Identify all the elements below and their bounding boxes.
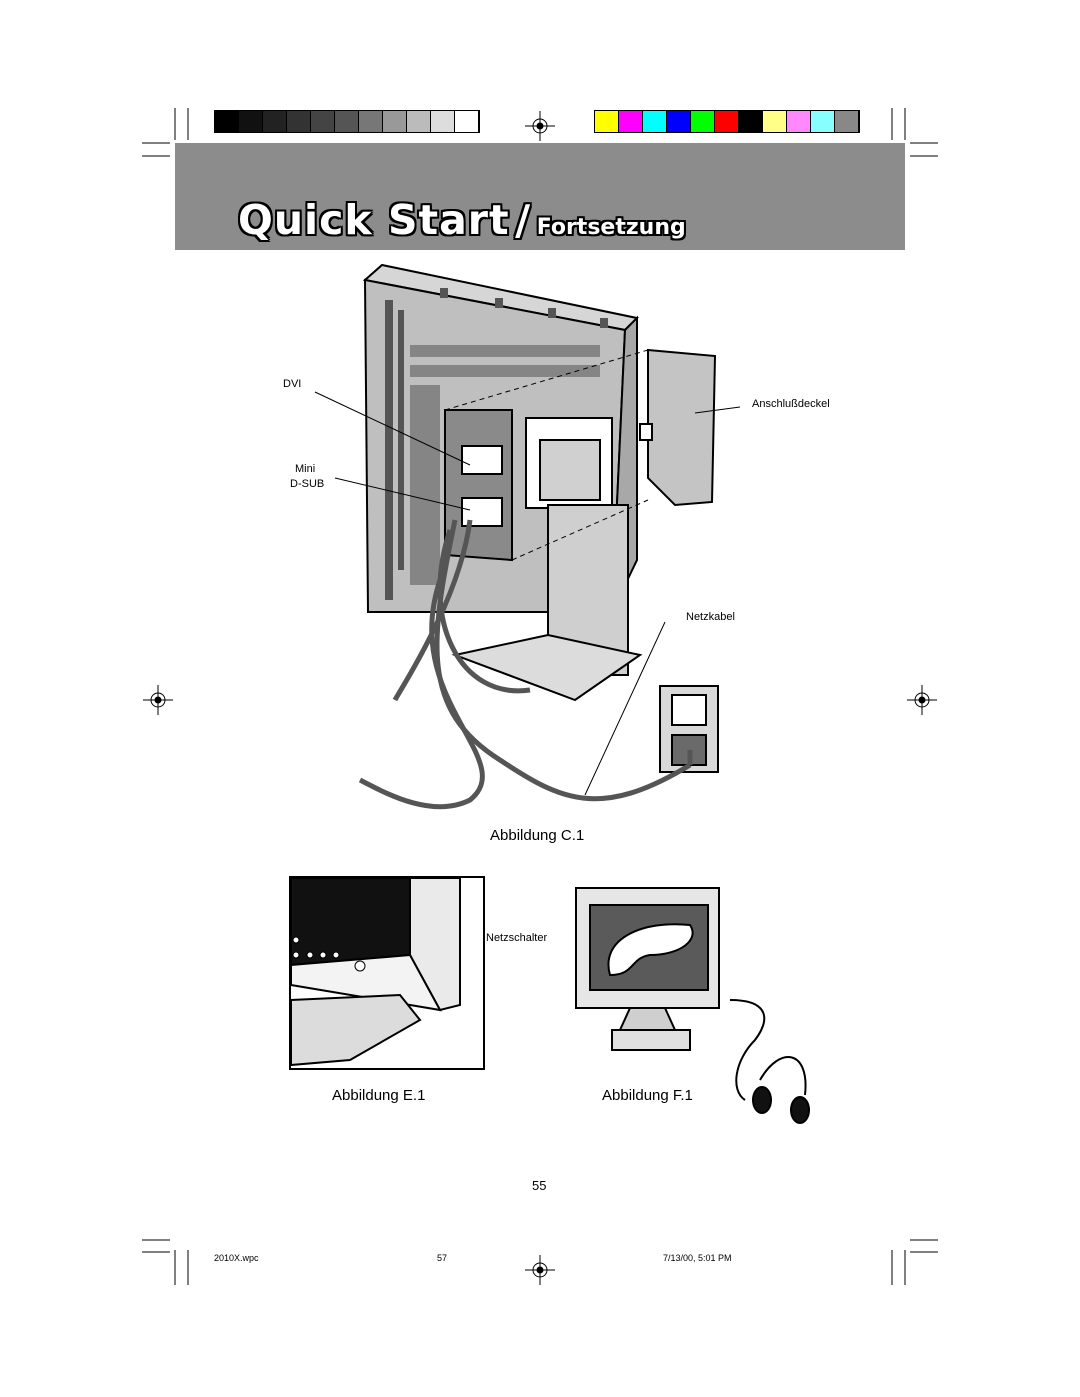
color-swatch (667, 111, 691, 132)
bezel-detail-illustration (289, 876, 485, 1070)
label-mini: Mini (295, 463, 316, 475)
page-number: 55 (532, 1178, 547, 1193)
color-swatch (691, 111, 715, 132)
grayscale-swatch (239, 111, 263, 132)
grayscale-swatch (215, 111, 239, 132)
caption-figure-e1: Abbildung E.1 (332, 1087, 426, 1104)
grayscale-swatch (335, 111, 359, 132)
color-test-strip (594, 110, 860, 133)
monitor-rear-illustration (362, 263, 719, 773)
grayscale-swatch (383, 111, 407, 132)
grayscale-swatch (455, 111, 479, 132)
grayscale-test-strip (214, 110, 480, 133)
callout-lines (314, 391, 741, 966)
color-swatch (595, 111, 619, 132)
footer-file: 2010X.wpc (214, 1253, 259, 1263)
grayscale-swatch (263, 111, 287, 132)
registration-target-right (907, 685, 937, 715)
monitor-front-illustration (575, 887, 720, 1051)
color-swatch (763, 111, 787, 132)
label-dvi: DVI (283, 378, 302, 390)
color-swatch (787, 111, 811, 132)
grayscale-swatch (431, 111, 455, 132)
caption-figure-f1: Abbildung F.1 (602, 1087, 693, 1104)
registration-target-left (143, 685, 173, 715)
label-power-switch: Netzschalter (486, 932, 548, 944)
label-power-cable: Netzkabel (686, 611, 735, 623)
color-swatch (643, 111, 667, 132)
cables (358, 519, 693, 810)
title-main: Quick Start (238, 196, 510, 244)
footer-sheet: 57 (437, 1253, 448, 1263)
color-swatch (835, 111, 859, 132)
color-swatch (619, 111, 643, 132)
page-title: Quick Start / Fortsetzung (238, 196, 686, 244)
color-swatch (811, 111, 835, 132)
grayscale-swatch (359, 111, 383, 132)
label-dsub: D-SUB (290, 478, 325, 490)
caption-figure-c1: Abbildung C.1 (490, 827, 585, 844)
grayscale-swatch (311, 111, 335, 132)
title-sub: Fortsetzung (536, 215, 686, 240)
color-swatch (715, 111, 739, 132)
footer-timestamp: 7/13/00, 5:01 PM (663, 1253, 732, 1263)
grayscale-swatch (407, 111, 431, 132)
grayscale-swatch (287, 111, 311, 132)
registration-target-top (525, 111, 555, 141)
headphones-illustration (729, 999, 810, 1124)
cover-guide-lines (444, 349, 649, 561)
registration-target-bottom (525, 1255, 555, 1285)
label-connector-cover: Anschlußdeckel (752, 398, 830, 410)
title-band (175, 143, 905, 250)
crop-marks (142, 108, 938, 1285)
color-swatch (739, 111, 763, 132)
title-separator: / (515, 196, 532, 244)
